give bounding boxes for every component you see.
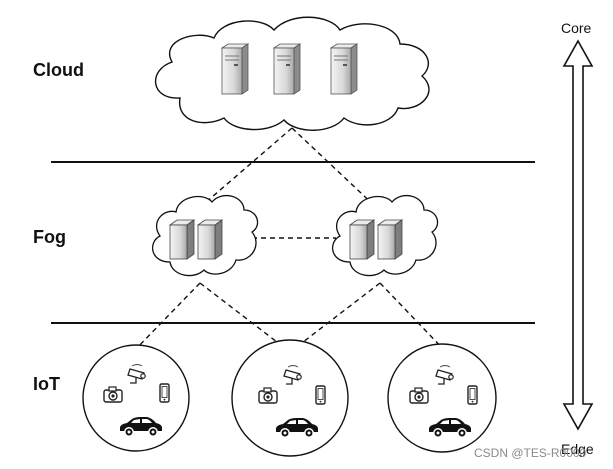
- fog-left-server-2-icon: [197, 219, 223, 260]
- fog-left-server-1-icon: [169, 219, 195, 260]
- link-fog-right-iot-2: [289, 282, 381, 353]
- cloud-server-1-icon: [221, 43, 249, 95]
- iot-group-1: [82, 344, 190, 452]
- watermark-text: CSDN @TES-R0000: [474, 446, 587, 460]
- iot-3-phone-icon: [467, 385, 478, 405]
- fog-right-server-2-icon: [377, 219, 403, 260]
- iot-1-phone-icon: [159, 383, 170, 403]
- iot-2-phone-icon: [315, 385, 326, 405]
- core-edge-arrow-icon: [562, 39, 594, 431]
- iot-group-3: [387, 343, 497, 453]
- link-fog-left-iot-1: [132, 282, 201, 353]
- axis-label-core: Core: [561, 20, 592, 36]
- axis-label-edge: Edge: [561, 441, 594, 457]
- link-cloud-fog-right: [291, 127, 380, 211]
- layer-label-cloud: Cloud: [33, 60, 84, 80]
- link-fog-right-iot-3: [379, 282, 447, 353]
- cloud-server-2-icon: [273, 43, 301, 95]
- fog-right-server-1-icon: [349, 219, 375, 260]
- layer-label-fog: Fog: [33, 227, 66, 247]
- link-cloud-fog-left: [196, 127, 293, 211]
- layer-label-iot: IoT: [33, 374, 60, 394]
- link-fog-left-iot-2: [199, 282, 291, 353]
- iot-group-2: [231, 339, 349, 457]
- cloud-server-3-icon: [330, 43, 358, 95]
